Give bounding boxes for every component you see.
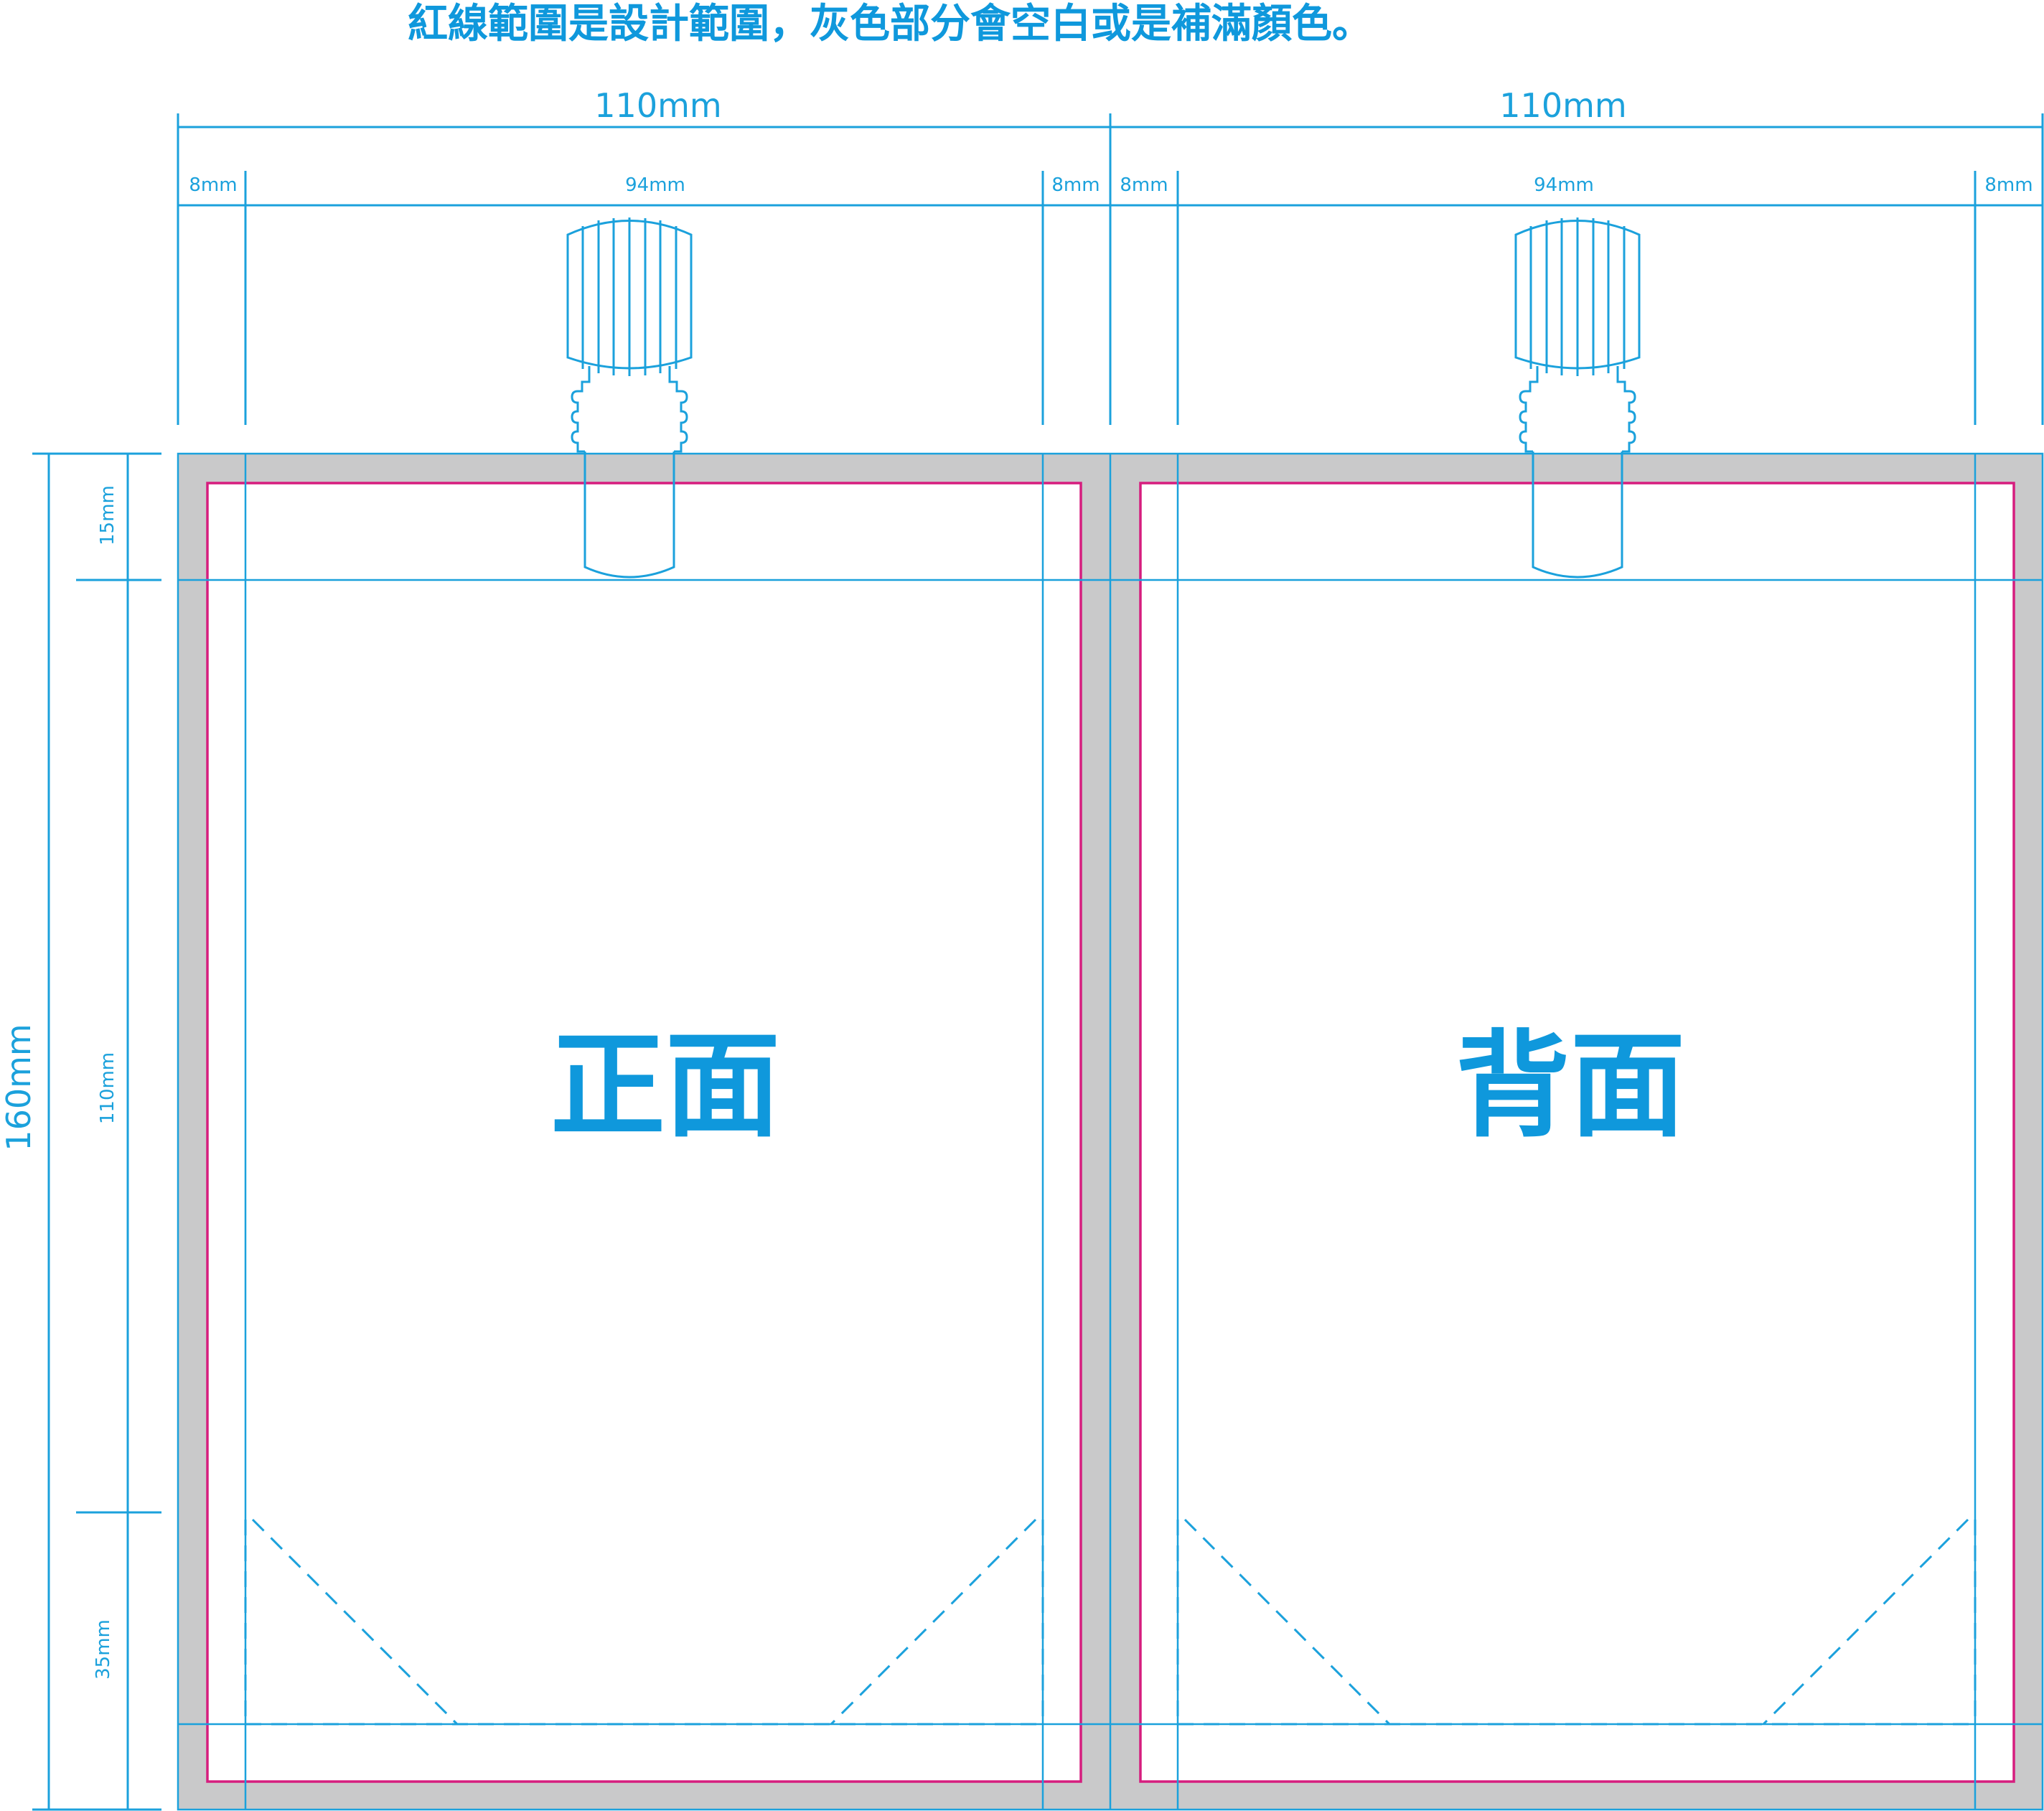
margin-label-front-left: 8mm [189, 174, 237, 196]
margin-label-back-right: 8mm [1984, 174, 2033, 196]
total-height-label: 160mm [0, 1024, 38, 1151]
height-dimensions [32, 452, 161, 1811]
inner-width-label-back: 94mm [1534, 174, 1594, 196]
margin-label-back-left: 8mm [1120, 174, 1168, 196]
body-height-label: 110mm [97, 1052, 118, 1124]
width-dimensions [177, 113, 2044, 425]
spout-back [1514, 217, 1641, 579]
margin-label-front-right: 8mm [1051, 174, 1100, 196]
gusset-fold-lines [244, 1518, 1977, 1726]
front-panel-body [206, 482, 1082, 1783]
front-panel-label: 正面 [550, 1019, 780, 1153]
back-panel-label: 背面 [1455, 1019, 1685, 1153]
inner-width-label-front: 94mm [625, 174, 685, 196]
top-seal-label: 15mm [97, 485, 118, 546]
panel-width-label-front: 110mm [594, 86, 721, 125]
spout-front [566, 217, 693, 579]
bottom-gusset-label: 35mm [93, 1619, 114, 1680]
panel-width-label-back: 110mm [1499, 86, 1626, 125]
header-note: 紅線範圍是設計範圍，灰色部分會空白或是補滿顏色。 [408, 1, 1372, 47]
back-panel-body [1139, 482, 2015, 1783]
